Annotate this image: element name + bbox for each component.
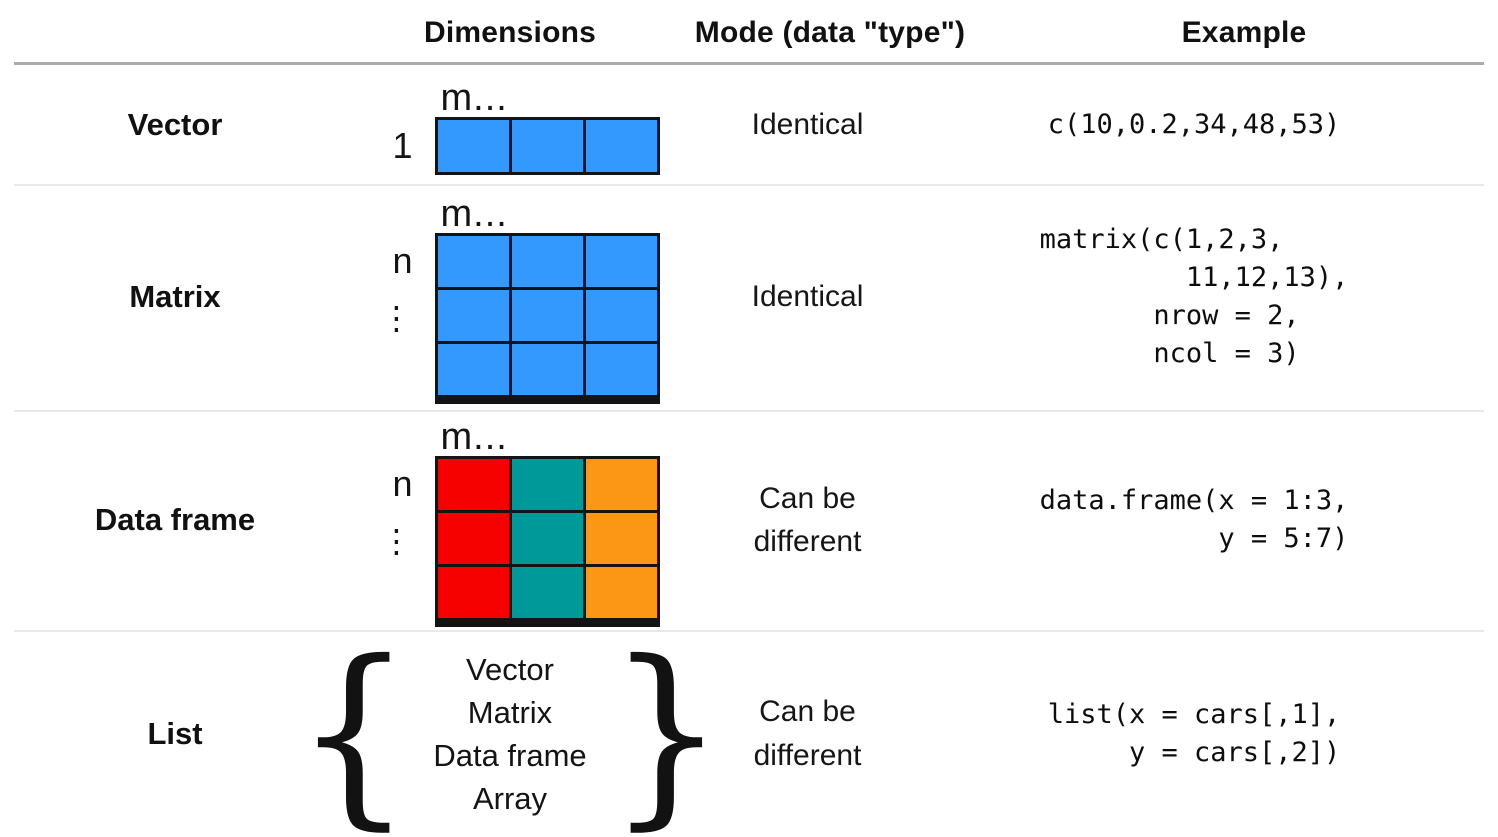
data-frame-example-code: data.frame(x = 1:3, y = 5:7) xyxy=(1039,485,1349,554)
grid-cell xyxy=(511,566,583,618)
table-row-data-frame: Data frame m... n ⋮ xyxy=(0,410,1498,630)
grid-cell xyxy=(437,512,509,564)
grid-cell xyxy=(511,512,583,564)
grid-cell xyxy=(511,120,583,172)
grid-cell xyxy=(437,289,509,341)
list-dimensions-cell: { Vector Matrix Data frame Array } xyxy=(295,630,725,837)
grid-cell xyxy=(511,235,583,287)
row-label-cell: Matrix xyxy=(0,184,350,410)
dim-label-m: m... xyxy=(440,415,508,458)
vector-cell-grid xyxy=(434,117,660,175)
row-label-data-frame: Data frame xyxy=(94,502,256,537)
grid-cell xyxy=(437,458,509,510)
table-header-row: Dimensions Mode (data "type") Example xyxy=(0,0,1498,66)
grid-cell xyxy=(437,235,509,287)
vertical-ellipsis: ⋮ xyxy=(380,300,413,336)
grid-cell xyxy=(585,458,657,510)
grid-cell xyxy=(437,566,509,618)
vector-mode-text: Identical xyxy=(751,108,864,142)
data-frame-dimensions-cell: m... n ⋮ xyxy=(350,410,670,630)
list-item: Data frame xyxy=(433,737,587,773)
vector-dimensions-cell: m... 1 xyxy=(350,66,670,184)
dim-label-m: m... xyxy=(440,192,508,235)
grid-cell xyxy=(511,458,583,510)
vertical-ellipsis: ⋮ xyxy=(380,523,413,559)
list-item: Array xyxy=(472,780,548,816)
header-spacer xyxy=(0,0,350,66)
grid-cell xyxy=(585,235,657,287)
grid-cell xyxy=(585,289,657,341)
row-label-vector: Vector xyxy=(127,107,223,142)
row-label-cell: Data frame xyxy=(0,410,350,630)
table-row-list: List { Vector Matrix Data frame Array } … xyxy=(0,630,1498,837)
grid-cell xyxy=(511,343,583,395)
grid-cell xyxy=(437,120,509,172)
grid-cell xyxy=(585,343,657,395)
list-item: Vector xyxy=(466,651,554,687)
list-mode-text: Can be different xyxy=(753,695,862,772)
column-header-mode: Mode (data "type") xyxy=(694,16,966,49)
row-label-cell: Vector xyxy=(0,66,350,184)
dim-label-n: n xyxy=(392,463,413,504)
dim-label-m: m... xyxy=(440,77,508,119)
dim-label-1: 1 xyxy=(392,125,413,166)
matrix-mode-text: Identical xyxy=(751,280,864,314)
list-item: Matrix xyxy=(467,694,553,730)
table-row-vector: Vector m... 1 Identical xyxy=(0,66,1498,184)
matrix-cell-grid xyxy=(434,232,660,404)
row-label-matrix: Matrix xyxy=(129,279,221,314)
matrix-dimensions-cell: m... n ⋮ xyxy=(350,184,670,410)
grid-cell xyxy=(585,120,657,172)
matrix-figure: m... n ⋮ xyxy=(361,191,660,404)
vector-example-code: c(10,0.2,34,48,53) xyxy=(1047,109,1341,140)
data-frame-figure: m... n ⋮ xyxy=(361,414,660,627)
grid-cell xyxy=(585,566,657,618)
data-frame-mode-text: Can be different xyxy=(753,481,862,559)
column-header-dimensions: Dimensions xyxy=(423,16,597,49)
grid-cell xyxy=(511,289,583,341)
grid-cell xyxy=(585,512,657,564)
table-row-matrix: Matrix m... n ⋮ xyxy=(0,184,1498,410)
data-frame-cell-grid xyxy=(434,455,660,627)
column-header-example: Example xyxy=(1181,16,1307,49)
dim-label-n: n xyxy=(392,240,413,281)
list-example-code: list(x = cars[,1], y = cars[,2]) xyxy=(1047,698,1341,768)
close-brace: } xyxy=(607,618,726,837)
matrix-example-code: matrix(c(1,2,3, 11,12,13), nrow = 2, nco… xyxy=(1039,224,1349,369)
row-label-list: List xyxy=(147,715,203,751)
vector-figure: m... 1 xyxy=(361,75,660,175)
grid-cell xyxy=(437,343,509,395)
open-brace: { xyxy=(294,618,413,837)
row-label-cell: List xyxy=(0,630,350,837)
list-contents: Vector Matrix Data frame Array xyxy=(413,648,608,820)
list-brace-figure: { Vector Matrix Data frame Array } xyxy=(294,618,726,837)
